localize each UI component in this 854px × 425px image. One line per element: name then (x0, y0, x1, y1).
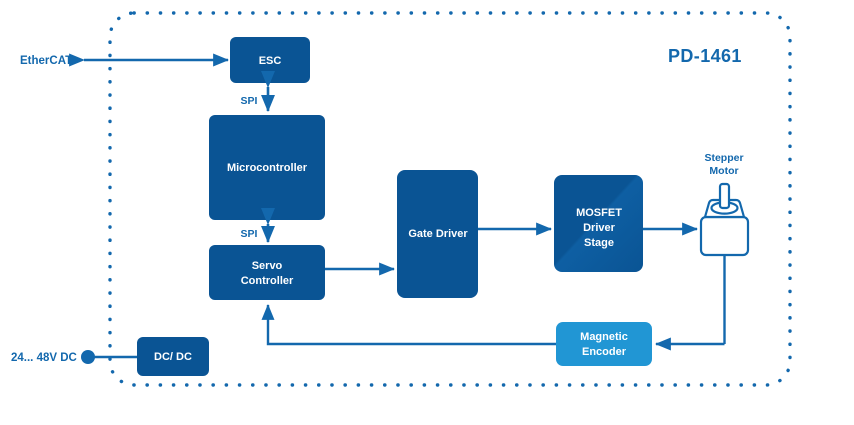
block-servo-controller-label-line1: Servo (252, 260, 283, 272)
block-gate-driver[interactable] (397, 170, 478, 298)
device-boundary (108, 11, 792, 387)
spi-label-mcu-servo: SPI (241, 228, 258, 240)
stepper-motor-label-line2: Motor (709, 165, 738, 177)
device-name-label: PD-1461 (668, 46, 742, 66)
block-mosfet-label-line1: MOSFET (576, 207, 622, 219)
block-mosfet-label-line2: Driver (583, 222, 616, 234)
block-esc-label: ESC (259, 55, 282, 67)
stepper-motor-label-line1: Stepper (704, 152, 743, 164)
block-mosfet-label-line3: Stage (584, 237, 614, 249)
spi-label-esc-mcu: SPI (241, 95, 258, 107)
block-dcdc-label: DC/ DC (154, 351, 192, 363)
power-input-terminal (81, 350, 95, 364)
block-magnetic-encoder[interactable] (556, 322, 652, 366)
block-esc[interactable] (230, 37, 310, 83)
encoder-to-servo-line (261, 304, 556, 346)
block-magnetic-encoder-label-line2: Encoder (582, 346, 627, 358)
power-supply-label: 24... 48V DC (11, 352, 77, 364)
block-servo-controller-label-line2: Controller (241, 275, 294, 287)
block-servo-controller[interactable] (209, 245, 325, 300)
block-magnetic-encoder-label-line1: Magnetic (580, 331, 628, 343)
block-gate-driver-label: Gate Driver (408, 228, 468, 240)
ethercat-label: EtherCAT (20, 55, 72, 67)
block-dcdc[interactable] (137, 337, 209, 376)
block-microcontroller-label: Microcontroller (227, 162, 308, 174)
block-microcontroller[interactable] (209, 115, 325, 220)
block-mosfet-driver-stage[interactable] (554, 175, 643, 272)
stepper-motor-icon (699, 182, 750, 344)
